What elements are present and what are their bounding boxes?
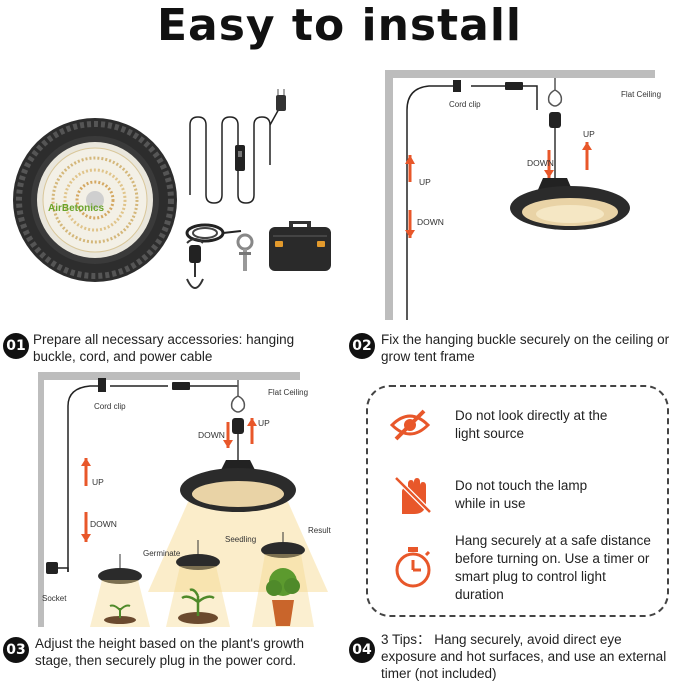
ceiling-install-panel: Cord clip Flat Ceiling UP DOWN UP DOWN [385, 70, 665, 320]
step-03-badge: 03 [3, 637, 29, 663]
accessories-panel: AirBetonics [0, 89, 340, 325]
tip-1-text: Do not look directly at the light source [455, 408, 608, 441]
up-right-label: UP [258, 418, 270, 428]
grow-light-lamp-icon [13, 118, 177, 282]
up-label: UP [419, 177, 431, 187]
down-label: DOWN [417, 217, 444, 227]
power-cord-icon [189, 89, 286, 204]
height-adjust-panel: Cord clip Flat Ceiling UP DOWN UP DOWN S… [38, 372, 358, 627]
step-01-text: Prepare all necessary accessories: hangi… [33, 332, 295, 364]
step-02-text: Fix the hanging buckle securely on the c… [381, 332, 670, 364]
carry-case-icon [269, 221, 331, 271]
rope-hanger-icon [186, 238, 204, 289]
cord-clip-label: Cord clip [94, 402, 126, 411]
step-02-badge: 02 [349, 333, 375, 359]
step-01-badge: 01 [3, 333, 29, 359]
germinate-label: Germinate [143, 549, 181, 558]
down-right-label: DOWN [527, 158, 554, 168]
cord-clip-label: Cord clip [449, 100, 481, 109]
result-label: Result [308, 526, 331, 535]
flat-ceiling-label: Flat Ceiling [621, 90, 662, 99]
step-04-badge: 04 [349, 637, 375, 663]
step-03-text: Adjust the height based on the plant's g… [35, 636, 305, 668]
tip-3-text: Hang securely at a safe distance before … [455, 533, 651, 602]
page-title: Easy to install [156, 0, 522, 51]
no-touch-hand-icon [394, 476, 432, 514]
socket-label: Socket [42, 594, 67, 603]
brand-logo: AirBetonics [48, 203, 105, 214]
flat-ceiling-label: Flat Ceiling [268, 388, 309, 397]
step-04-text: 3 Tips： Hang securely, avoid direct eye … [381, 632, 667, 681]
down-label: DOWN [90, 519, 117, 529]
up-right-label: UP [583, 129, 595, 139]
seedling-label: Seedling [225, 535, 257, 544]
down-right-label: DOWN [198, 430, 225, 440]
tip-2-text: Do not touch the lamp while in use [455, 478, 588, 511]
tips-box [366, 385, 669, 617]
no-look-icon [389, 409, 431, 441]
up-label: UP [92, 477, 104, 487]
rope-coil-icon [185, 223, 242, 243]
timer-icon [395, 547, 431, 588]
eye-bolt-icon [236, 233, 254, 271]
